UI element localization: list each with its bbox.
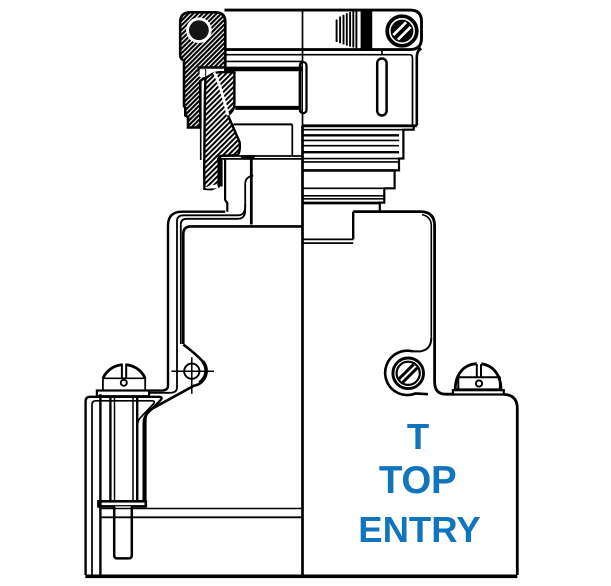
svg-text:ENTRY: ENTRY [358, 509, 480, 550]
svg-text:T: T [407, 416, 429, 457]
svg-text:TOP: TOP [379, 459, 457, 502]
